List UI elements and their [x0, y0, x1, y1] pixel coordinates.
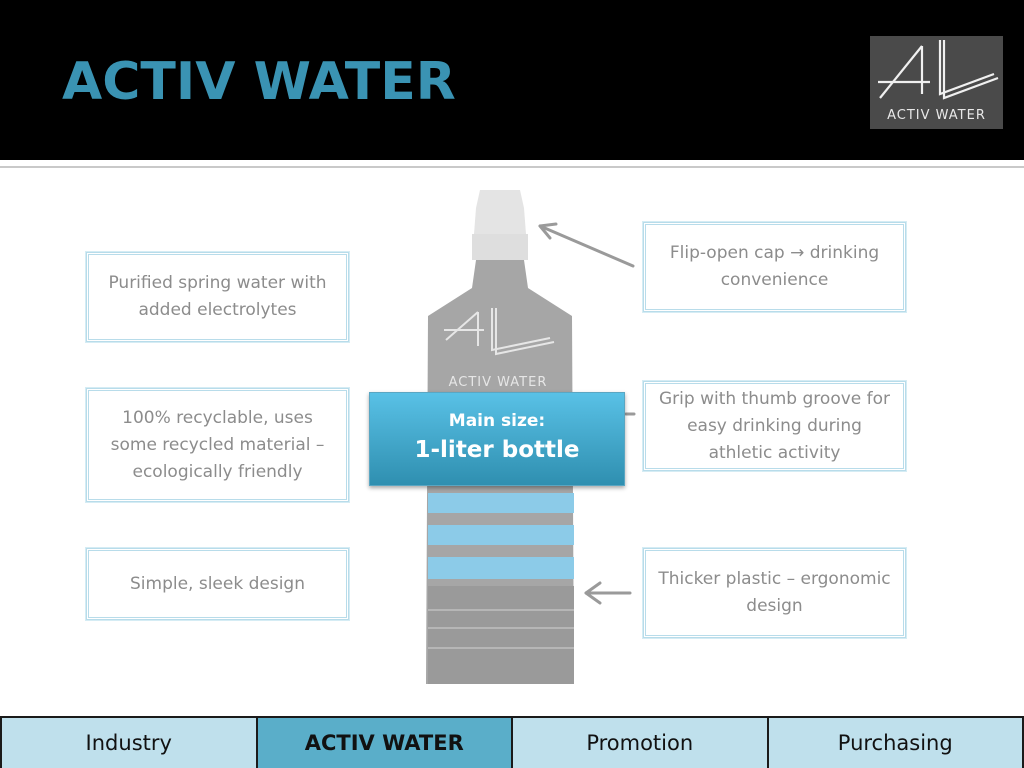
feature-text: Flip-open cap → drinking convenience — [669, 243, 880, 290]
main-size-label: Main size: — [448, 411, 546, 431]
feature-text: Simple, sleek design — [130, 573, 305, 594]
tab-purchasing[interactable]: Purchasing — [768, 718, 1024, 768]
arrow-cap-icon — [538, 224, 635, 268]
feature-box-design: Simple, sleek design — [85, 547, 350, 621]
main-size-callout: Main size: 1-liter bottle — [369, 392, 625, 486]
logo-mark-icon — [878, 40, 999, 100]
tab-promotion[interactable]: Promotion — [513, 718, 769, 768]
feature-box-purified: Purified spring water with added electro… — [85, 251, 350, 343]
main-size-value: 1-liter bottle — [414, 437, 580, 463]
header-divider — [0, 160, 1024, 168]
brand-logo: ACTIV WATER — [870, 36, 1003, 129]
header-band — [0, 0, 1024, 160]
tab-activ-water[interactable]: ACTIV WATER — [257, 718, 513, 768]
bottle-label: ACTIV WATER — [449, 375, 548, 390]
feature-text: Grip with thumb groove for easy drinking… — [658, 388, 891, 463]
feature-text: Thicker plastic – ergonomic design — [658, 569, 891, 616]
feature-box-grip: Grip with thumb groove for easy drinking… — [642, 380, 907, 472]
logo-text: ACTIV WATER — [887, 108, 986, 123]
feature-box-recyclable: 100% recyclable, uses some recycled mate… — [85, 387, 350, 503]
feature-box-cap: Flip-open cap → drinking convenience — [642, 221, 907, 313]
feature-box-plastic: Thicker plastic – ergonomic design — [642, 547, 907, 639]
tab-industry[interactable]: Industry — [2, 718, 258, 768]
feature-text: Purified spring water with added electro… — [108, 273, 327, 320]
bottom-nav: Industry ACTIV WATER Promotion Purchasin… — [0, 716, 1024, 768]
slide-title: ACTIV WATER — [62, 52, 456, 112]
feature-text: 100% recyclable, uses some recycled mate… — [110, 407, 325, 482]
